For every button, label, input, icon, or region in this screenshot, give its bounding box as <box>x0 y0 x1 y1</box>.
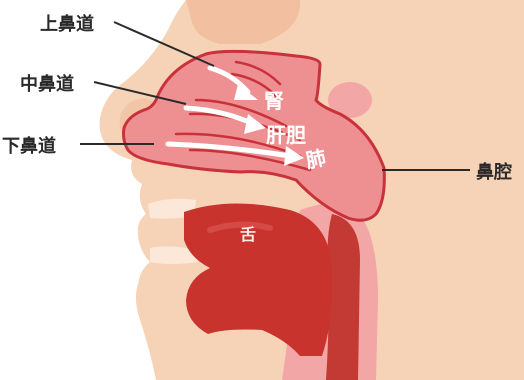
superior-meatus-label: 上鼻道 <box>40 13 94 35</box>
nasal-cavity-label: 鼻腔 <box>476 161 512 183</box>
middle-meatus-label: 中鼻道 <box>20 73 74 95</box>
tongue-label: 舌 <box>240 225 256 244</box>
liver-gallbladder-label: 肝胆 <box>266 123 306 147</box>
inferior-meatus-label: 下鼻道 <box>2 135 56 157</box>
kidney-label: 腎 <box>264 89 284 113</box>
